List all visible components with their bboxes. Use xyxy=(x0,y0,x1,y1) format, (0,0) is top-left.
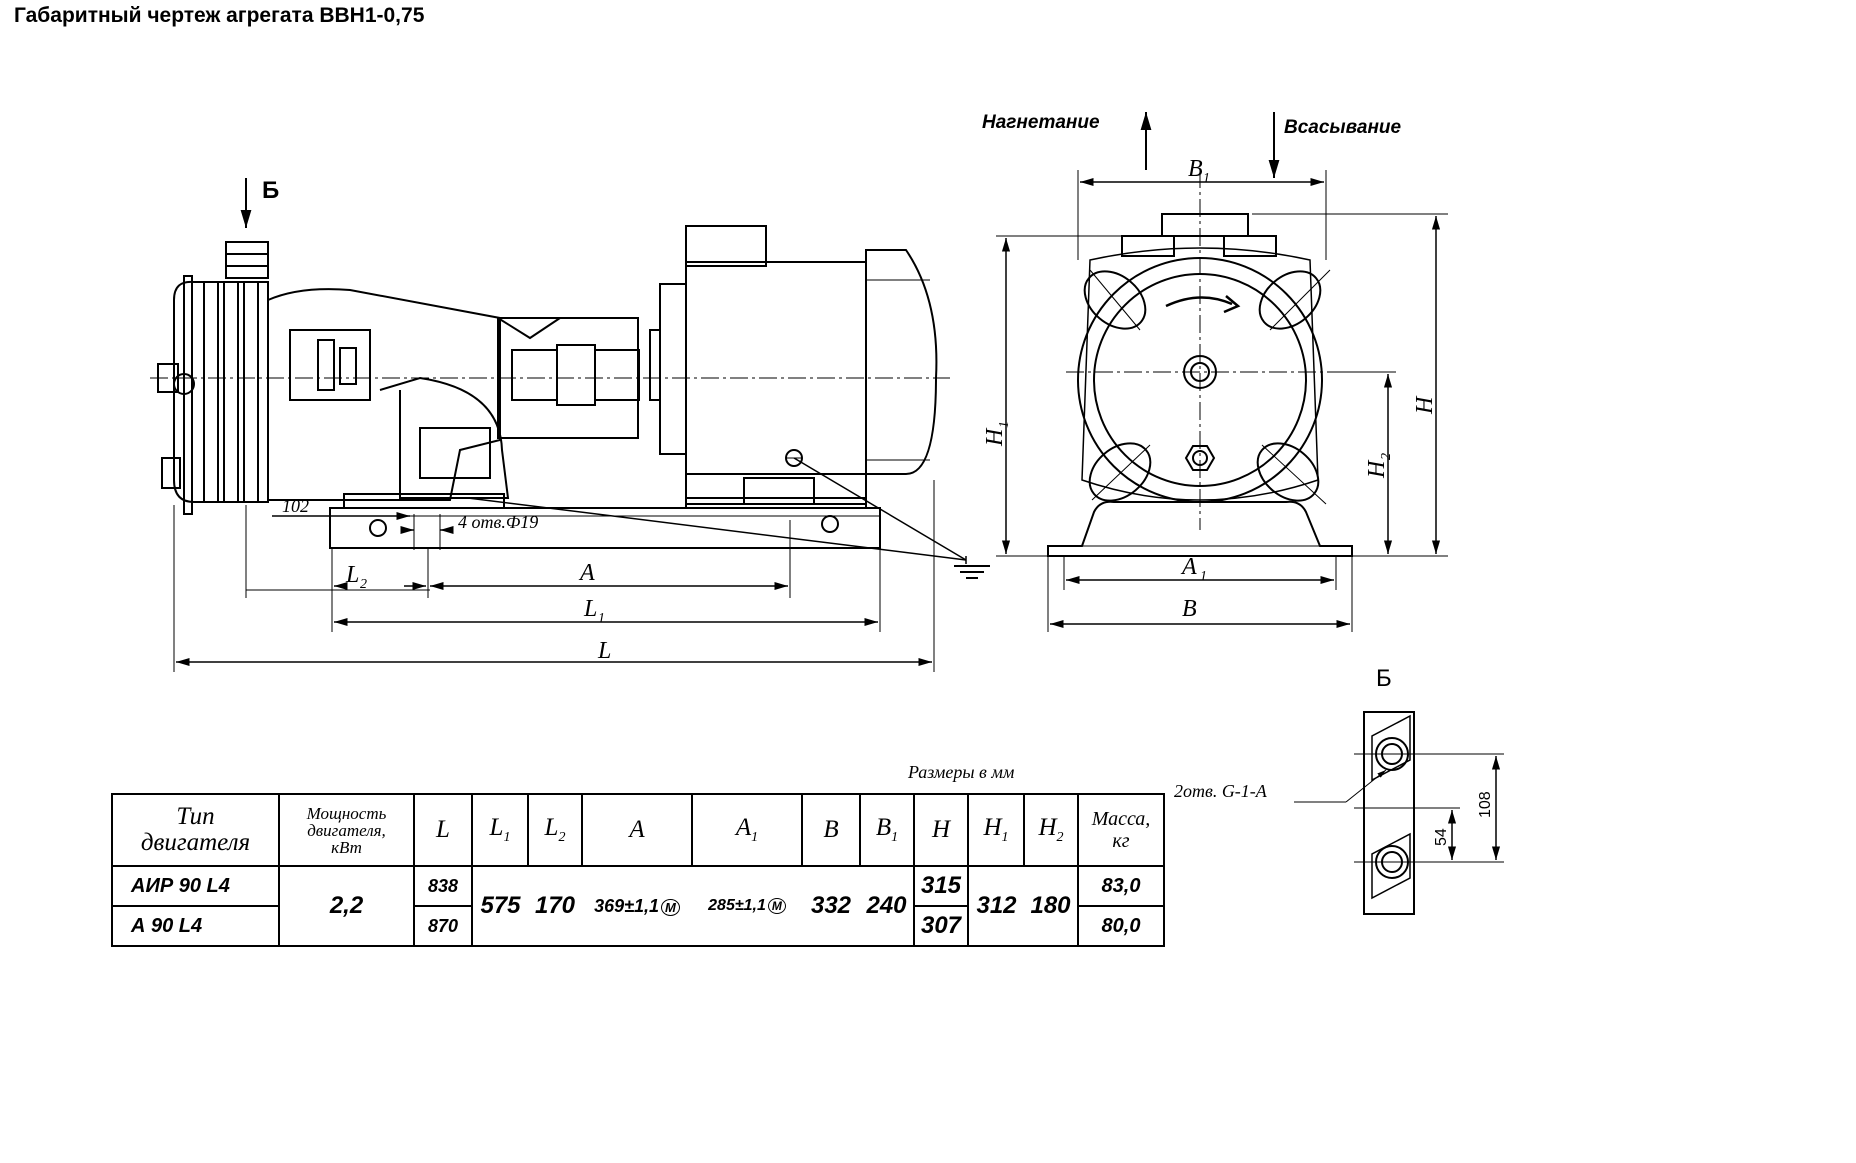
dim-H2-label: H 2 xyxy=(1364,453,1394,479)
svg-text:1: 1 xyxy=(1200,569,1207,584)
dim-H1-label: H 1 xyxy=(982,421,1012,447)
side-view-mark: Б xyxy=(262,177,279,204)
L2-value: 170 xyxy=(528,865,582,947)
header-A: A xyxy=(581,793,693,867)
L1-value: 575 xyxy=(472,865,528,947)
motor xyxy=(649,225,938,505)
dim-H-label: H xyxy=(1412,395,1438,415)
spec-table: Тип двигателя Мощность двигателя, кВт L … xyxy=(111,793,1165,947)
svg-text:H: H xyxy=(982,427,1008,447)
header-L1: L1 xyxy=(471,793,529,867)
svg-text:H: H xyxy=(1412,395,1438,415)
power-value: 2,2 xyxy=(278,865,415,947)
A1-mark-icon: M xyxy=(767,898,786,914)
header-H2: H2 xyxy=(1023,793,1079,867)
row1-H: 315 xyxy=(913,865,969,907)
svg-text:B: B xyxy=(1188,156,1203,182)
B1-value: 240 xyxy=(860,865,914,947)
discharge-label: Нагнетание xyxy=(982,112,1100,133)
detail-holes-note: 2отв. G-1-A xyxy=(1174,781,1268,801)
side-dimensions xyxy=(173,480,935,672)
header-H: H xyxy=(913,793,969,867)
pump-head xyxy=(157,241,269,515)
end-dimensions xyxy=(996,170,1448,632)
pump-body xyxy=(267,288,640,501)
dim-108-label: 108 xyxy=(1477,791,1494,818)
dim-B-label: B xyxy=(1182,596,1197,622)
dim-A-label: A xyxy=(578,560,595,586)
dim-L1-label: L 1 xyxy=(583,596,605,626)
dim-L2-label: L 2 xyxy=(345,562,367,592)
svg-text:108: 108 xyxy=(1477,791,1494,818)
dim-54-label: 54 xyxy=(1433,828,1450,846)
svg-text:L: L xyxy=(345,562,359,588)
header-B: B xyxy=(801,793,861,867)
row1-motor: АИР 90 L4 xyxy=(111,865,280,907)
row1-L: 838 xyxy=(413,865,473,907)
row2-H: 307 xyxy=(913,905,969,947)
header-mass: Масса, кг xyxy=(1077,793,1165,867)
header-power: Мощность двигателя, кВт xyxy=(278,793,415,867)
header-L: L xyxy=(413,793,473,867)
end-view xyxy=(1047,112,1353,557)
svg-text:1: 1 xyxy=(1203,171,1210,186)
svg-text:L: L xyxy=(583,596,597,622)
holes-note: 4 отв.Ф19 xyxy=(458,512,538,532)
dim-A1-label: A 1 xyxy=(1180,554,1207,584)
row1-mass: 83,0 xyxy=(1077,865,1165,907)
header-L2: L2 xyxy=(527,793,583,867)
table-row: А 90 L4 870 307 80,0 xyxy=(111,905,1165,947)
svg-text:2: 2 xyxy=(360,577,367,592)
drawing-canvas: Б 102 4 отв.Ф19 L 2 A L 1 L xyxy=(150,112,1504,915)
row2-L: 870 xyxy=(413,905,473,947)
header-B1: B1 xyxy=(859,793,915,867)
A-mark-icon: M xyxy=(661,898,680,916)
row2-motor: А 90 L4 xyxy=(111,905,280,947)
suction-label: Всасывание xyxy=(1284,117,1402,138)
svg-text:A: A xyxy=(1180,554,1197,580)
detail-view-mark: Б xyxy=(1376,665,1392,692)
H1-value: 312 xyxy=(967,865,1024,947)
header-A1: A1 xyxy=(691,793,803,867)
page-title: Габаритный чертеж агрегата ВВН1-0,75 xyxy=(14,4,425,27)
header-H1: H1 xyxy=(967,793,1025,867)
detail-view xyxy=(1294,711,1504,915)
B-value: 332 xyxy=(802,865,860,947)
header-motor-type: Тип двигателя xyxy=(111,793,280,867)
row2-mass: 80,0 xyxy=(1077,905,1165,947)
dim-L-label: L xyxy=(597,638,611,664)
svg-text:1: 1 xyxy=(997,421,1012,428)
dim-B1-label: B 1 xyxy=(1188,156,1210,186)
svg-text:H: H xyxy=(1364,459,1390,479)
table-header-row: Тип двигателя Мощность двигателя, кВт L … xyxy=(111,793,1165,867)
svg-text:1: 1 xyxy=(598,611,605,626)
units-note: Размеры в мм xyxy=(908,762,1015,782)
side-view xyxy=(150,178,990,672)
dim-102-label: 102 xyxy=(282,496,309,516)
svg-text:2: 2 xyxy=(1379,453,1394,460)
svg-text:54: 54 xyxy=(1433,828,1450,846)
H2-value: 180 xyxy=(1024,865,1078,947)
base-frame xyxy=(329,493,881,549)
